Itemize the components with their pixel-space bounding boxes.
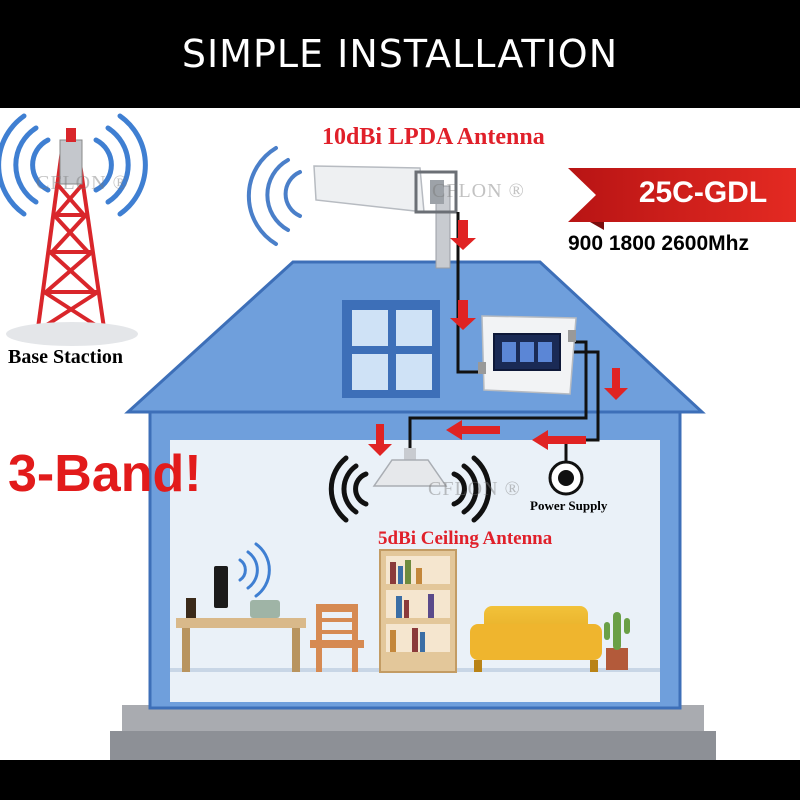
watermark: CFLON ®: [432, 180, 525, 202]
watermark: CFLON ®: [428, 478, 521, 500]
title-bar: [0, 0, 800, 108]
cables: [408, 212, 600, 466]
band-label: 3-Band!: [8, 445, 202, 503]
bookshelf: [379, 549, 457, 673]
ceiling-antenna-label: 5dBi Ceiling Antenna: [378, 528, 553, 549]
signal-booster-icon: [478, 315, 577, 395]
ceiling-antenna-icon: [328, 448, 492, 523]
attic-window: [342, 300, 440, 398]
cactus-plant: [604, 612, 630, 670]
tower-signal-waves: [0, 113, 148, 217]
sofa: [470, 606, 602, 672]
frequency-label: 900 1800 2600Mhz: [568, 232, 749, 255]
signal-arrows: [368, 220, 628, 456]
chair: [310, 604, 364, 672]
lpda-antenna-label: 10dBi LPDA Antenna: [322, 124, 545, 150]
watermark: CFLON ®: [36, 172, 129, 194]
power-plug-icon: [548, 460, 584, 496]
power-supply-label: Power Supply: [530, 498, 608, 513]
arrow-left-2: [446, 420, 500, 440]
phone-icon: [214, 566, 228, 608]
desk: [176, 542, 306, 672]
lpda-antenna-icon: [246, 146, 458, 269]
model-badge: [568, 168, 796, 230]
base-station-label: Base Staction: [8, 346, 123, 368]
page-title: SIMPLE INSTALLATION: [181, 32, 619, 76]
ceiling-signal-waves: [328, 455, 492, 523]
model-label: 25C-GDL: [638, 176, 768, 209]
antenna-signal-waves: [246, 146, 302, 246]
phone-signal-waves: [238, 542, 271, 598]
house-steps: [110, 705, 716, 761]
cell-tower-icon: [0, 113, 148, 346]
arrow-left-1: [532, 430, 586, 450]
bottom-bar: [0, 760, 800, 800]
